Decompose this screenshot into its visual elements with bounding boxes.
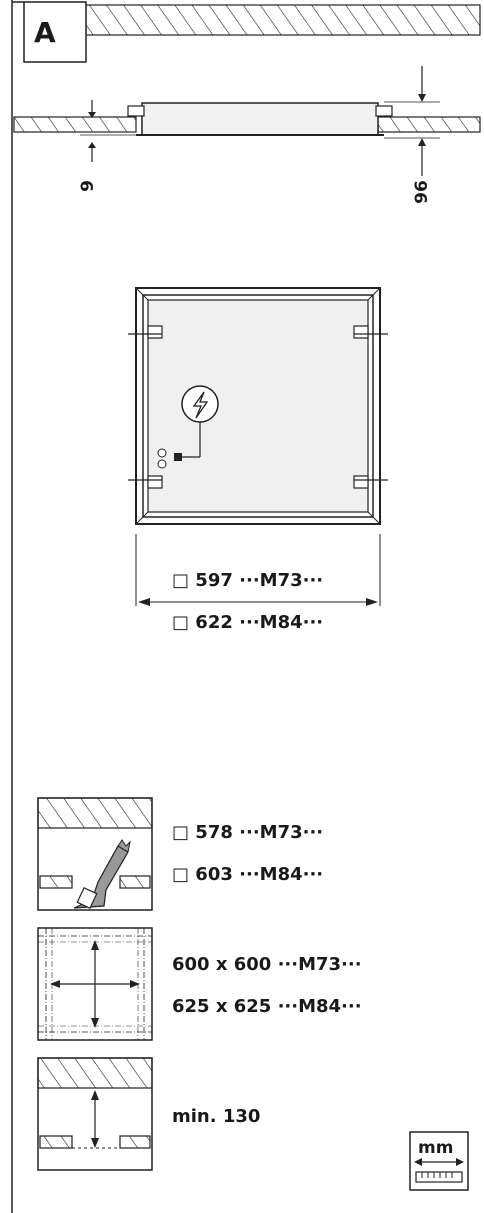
- cutout-dim-m84: □ 603 ···M84···: [172, 864, 324, 885]
- unit-label: mm: [418, 1138, 454, 1158]
- cutout-dim-m73: □ 578 ···M73···: [172, 822, 324, 843]
- panel-letter: A: [34, 16, 56, 49]
- panel-letter-box: [12, 1, 87, 63]
- luminaire-top-view: [128, 287, 388, 606]
- luminaire-dim-m84: □ 622 ···M84···: [172, 612, 324, 633]
- unit-badge: [409, 1131, 469, 1191]
- height-dimension: 96: [411, 180, 432, 204]
- saw-icon: [73, 839, 131, 910]
- mounting-clip: [128, 325, 388, 489]
- ceiling-section: [12, 1, 481, 176]
- ruler-icon: [415, 1171, 463, 1183]
- clearance-label: min. 130: [172, 1106, 261, 1127]
- luminaire-dim-m73: □ 597 ···M73···: [172, 570, 324, 591]
- clearance-panel: [37, 1057, 153, 1171]
- luminaire-section: [141, 102, 379, 136]
- grid-panel: [37, 927, 153, 1041]
- cutout-panel: [37, 797, 153, 911]
- flange-dimension: 9: [77, 180, 98, 192]
- grid-dim-m84: 625 x 625 ···M84···: [172, 996, 362, 1017]
- grid-dim-m73: 600 x 600 ···M73···: [172, 954, 362, 975]
- terminal-block: [174, 453, 182, 461]
